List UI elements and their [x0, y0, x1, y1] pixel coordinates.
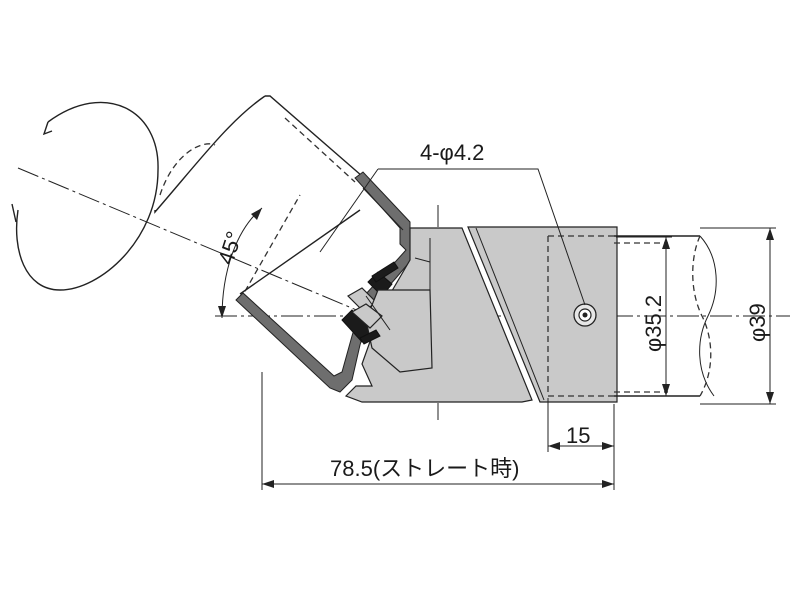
- tilted-pipe-outline: [11, 95, 363, 301]
- inner-diameter-label: φ35.2: [641, 295, 666, 352]
- straight-length-label: 78.5(ストレート時): [330, 456, 519, 481]
- socket-depth-label: 15: [566, 423, 590, 448]
- straight-pipe: [547, 235, 717, 397]
- outer-diameter-label: φ39: [745, 303, 770, 342]
- hole-spec-label: 4-φ4.2: [420, 140, 484, 165]
- screw-hole: [573, 303, 597, 327]
- dimension-lines: [218, 168, 776, 490]
- clamp-bolt: [341, 261, 433, 373]
